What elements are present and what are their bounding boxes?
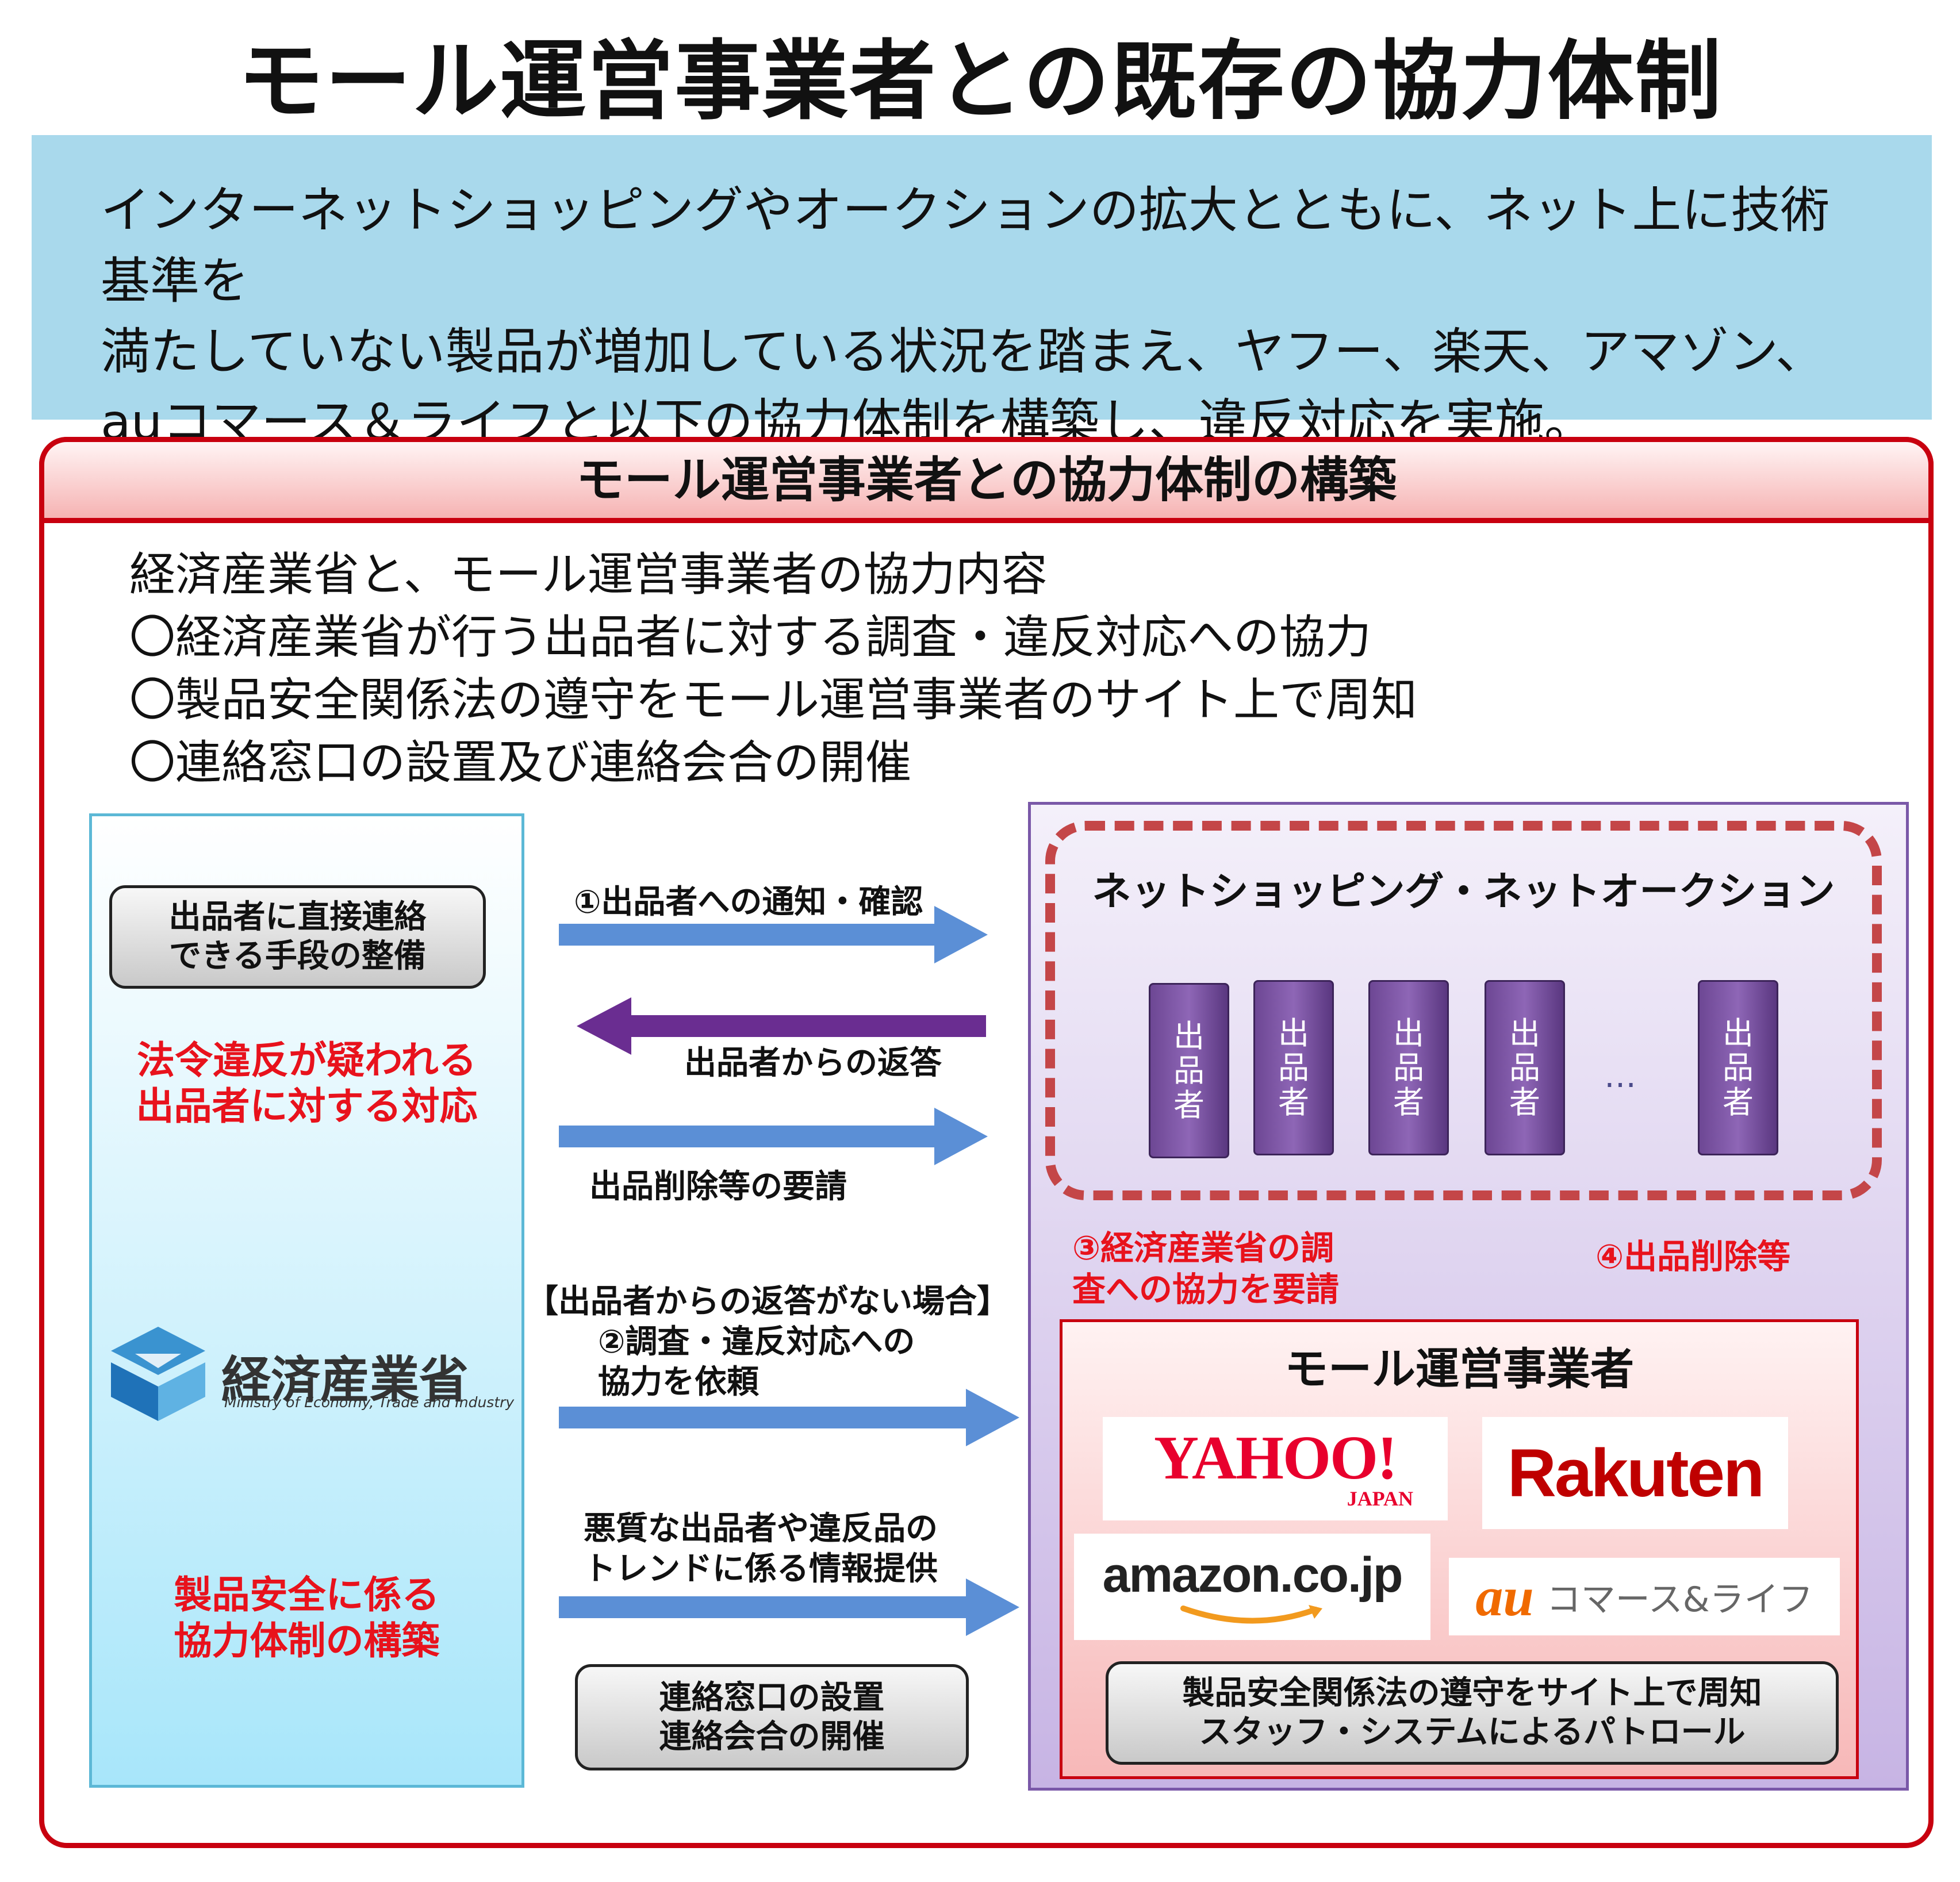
seller-char: 出	[1509, 1015, 1540, 1051]
removal-label: ④出品削除等	[1595, 1237, 1791, 1276]
arrow-right-icon	[559, 1389, 1019, 1446]
label-line: 【出品者からの返答がない場合】	[526, 1283, 1009, 1320]
request-cooperation-label: ③経済産業省の調 査への協力を要請	[1072, 1227, 1339, 1310]
violation-response-label: 法令違反が疑われる 出品者に対する対応	[89, 1038, 524, 1130]
rakuten-logo: Rakuten	[1482, 1417, 1788, 1529]
amazon-smile-icon	[1180, 1605, 1322, 1624]
site-notice-box: 製品安全関係法の遵守をサイト上で周知 スタッフ・システムによるパトロール	[1106, 1661, 1839, 1765]
net-shopping-area	[1045, 821, 1882, 1200]
label-line: トレンドに係る情報提供	[584, 1550, 938, 1588]
seller-char: 品	[1509, 1049, 1540, 1086]
safety-cooperation-label: 製品安全に係る 協力体制の構築	[89, 1572, 524, 1664]
box-line: 製品安全関係法の遵守をサイト上で周知	[1182, 1674, 1762, 1712]
seller-char: 出	[1393, 1015, 1424, 1051]
direct-contact-box: 出品者に直接連絡 できる手段の整備	[109, 885, 486, 989]
net-shopping-title: ネットショッピング・ネットオークション	[1092, 869, 1835, 915]
arrow-label: 出品者からの返答	[684, 1044, 942, 1082]
page-title: モール運営事業者との既存の協力体制	[237, 32, 1723, 132]
seller-char: 品	[1723, 1049, 1754, 1086]
seller-char: 品	[1278, 1049, 1309, 1086]
seller-block: 出品者	[1253, 980, 1334, 1155]
seller-char: 者	[1278, 1084, 1309, 1120]
seller-char: 者	[1723, 1084, 1754, 1120]
amazon-wordmark: amazon.co.jp	[1102, 1547, 1403, 1603]
yahoo-wordmark: YAHOO!	[1153, 1424, 1398, 1492]
arrow-right-icon	[559, 906, 988, 963]
box-line: 連絡会合の開催	[659, 1718, 885, 1756]
cooperation-list: 経済産業省と、モール運営事業者の協力内容 〇経済産業省が行う出品者に対する調査・…	[129, 543, 1417, 794]
cooperation-heading: 経済産業省と、モール運営事業者の協力内容	[129, 548, 1048, 601]
au-mark: au	[1475, 1566, 1534, 1627]
arrow-right-icon	[559, 1578, 1019, 1636]
box-line: 連絡窓口の設置	[659, 1679, 885, 1716]
arrow-label: 【出品者からの返答がない場合】 ②調査・違反対応への 協力を依頼	[526, 1282, 1009, 1403]
cooperation-item: 〇連絡窓口の設置及び連絡会合の開催	[129, 736, 911, 789]
seller-char: 出	[1278, 1015, 1309, 1051]
meti-logo-icon	[106, 1322, 210, 1426]
rakuten-wordmark: Rakuten	[1507, 1435, 1765, 1511]
contact-point-box: 連絡窓口の設置 連絡会合の開催	[575, 1664, 969, 1770]
seller-char: 品	[1393, 1049, 1424, 1086]
label-line: 悪質な出品者や違反品の	[584, 1510, 938, 1547]
au-text: コマース&ライフ	[1546, 1580, 1813, 1620]
seller-char: 者	[1393, 1084, 1424, 1120]
label-line: 出品者に対する対応	[136, 1084, 478, 1128]
meti-logo-text: 経済産業省	[221, 1351, 469, 1409]
seller-block: 出品者	[1368, 980, 1449, 1155]
label-line: 協力体制の構築	[174, 1619, 440, 1663]
box-line: スタッフ・システムによるパトロール	[1199, 1714, 1746, 1751]
mall-operators-title: モール運営事業者	[1284, 1343, 1634, 1395]
amazon-logo: amazon.co.jp	[1074, 1534, 1430, 1640]
label-line: ②調査・違反対応への	[598, 1323, 915, 1361]
label-line: ③経済産業省の調	[1072, 1228, 1334, 1268]
intro-box: インターネットショッピングやオークションの拡大とともに、ネット上に技術基準を 満…	[32, 135, 1932, 451]
seller-char: 者	[1509, 1084, 1540, 1120]
seller-block: 出品者	[1149, 983, 1229, 1158]
intro-line: 満たしていない製品が増加している状況を踏まえ、ヤフー、楽天、アマゾン、	[101, 323, 1825, 381]
label-line: 協力を依頼	[598, 1364, 759, 1401]
meti-logo-english: Ministry of Economy, Trade and Industry	[224, 1394, 515, 1411]
seller-char: 出	[1173, 1017, 1205, 1054]
seller-block: 出品者	[1698, 980, 1778, 1155]
au-commerce-logo: au コマース&ライフ	[1449, 1558, 1840, 1635]
intro-line: インターネットショッピングやオークションの拡大とともに、ネット上に技術基準を	[101, 182, 1830, 310]
more-sellers-ellipsis: …	[1604, 1058, 1636, 1095]
arrow-left-icon	[577, 997, 986, 1055]
box-line: 出品者に直接連絡	[168, 898, 427, 936]
arrow-label: ①出品者への通知・確認	[574, 884, 923, 921]
yahoo-logo: YAHOO! JAPAN	[1103, 1417, 1448, 1520]
label-line: 査への協力を要請	[1072, 1270, 1340, 1309]
arrow-label: 悪質な出品者や違反品の トレンドに係る情報提供	[584, 1509, 938, 1589]
seller-char: 品	[1173, 1052, 1205, 1089]
yahoo-sub: JAPAN	[1347, 1487, 1413, 1510]
label-line: 法令違反が疑われる	[137, 1038, 477, 1082]
seller-block: 出品者	[1485, 980, 1565, 1155]
section-header: モール運営事業者との協力体制の構築	[39, 437, 1934, 523]
cooperation-item: 〇経済産業省が行う出品者に対する調査・違反対応への協力	[129, 610, 1371, 664]
seller-char: 出	[1723, 1015, 1754, 1051]
arrow-label: 出品削除等の要請	[589, 1168, 847, 1205]
cooperation-item: 〇製品安全関係法の遵守をモール運営事業者のサイト上で周知	[129, 673, 1417, 727]
label-line: 製品安全に係る	[174, 1573, 440, 1617]
box-line: できる手段の整備	[169, 938, 426, 975]
seller-char: 者	[1173, 1086, 1205, 1123]
arrow-right-icon	[559, 1108, 988, 1165]
